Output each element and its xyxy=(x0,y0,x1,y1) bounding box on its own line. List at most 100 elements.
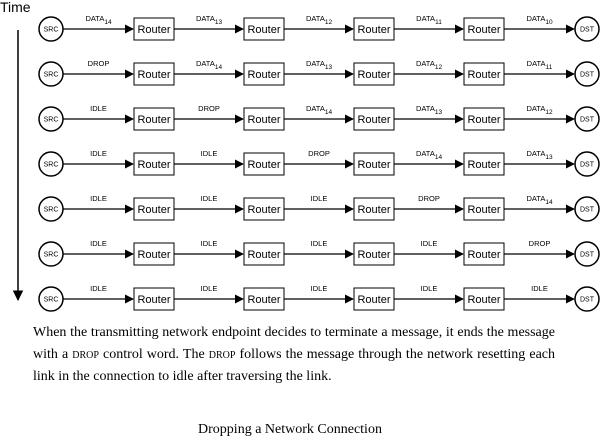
src-label: SRC xyxy=(44,117,59,124)
link-label: IDLE xyxy=(201,284,218,293)
router-label: Router xyxy=(247,204,280,216)
time-step-row: SRC DST Router Router Router Router IDLE DROP DA… xyxy=(38,104,600,132)
link-label: DATA11 xyxy=(527,59,553,71)
link-label: DATA14 xyxy=(526,194,553,206)
src-label: SRC xyxy=(44,162,59,169)
dst-node xyxy=(574,151,600,177)
router-label: Router xyxy=(467,249,500,261)
router-label: Router xyxy=(247,24,280,36)
link-label: DATA13 xyxy=(196,14,223,26)
link-label: IDLE xyxy=(311,284,328,293)
link-label: IDLE xyxy=(311,239,328,248)
router-label: Router xyxy=(137,204,170,216)
link-label: IDLE xyxy=(421,239,438,248)
dst-node xyxy=(574,196,600,222)
link-label: DROP xyxy=(308,149,330,158)
caption-text-1: When the transmitting network endpoint d… xyxy=(33,325,555,362)
dst-node xyxy=(574,241,600,267)
router-label: Router xyxy=(247,294,280,306)
router-label: Router xyxy=(247,249,280,261)
link-label: DATA11 xyxy=(416,14,442,26)
time-step-row: SRC DST Router Router Router Router DATA14 DATA… xyxy=(38,14,600,42)
router-label: Router xyxy=(137,294,170,306)
router-label: Router xyxy=(357,294,390,306)
router-label: Router xyxy=(137,114,170,126)
router-label: Router xyxy=(137,24,170,36)
time-step-row: SRC DST Router Router Router Router IDLE IDLE ID… xyxy=(38,194,600,222)
link-label: IDLE xyxy=(201,194,218,203)
dst-node xyxy=(574,286,600,312)
dst-label: DST xyxy=(580,252,595,259)
link-label: IDLE xyxy=(90,239,107,248)
time-step-row: SRC DST Router Router Router Router IDLE IDLE ID… xyxy=(38,284,600,312)
src-label: SRC xyxy=(44,297,59,304)
router-label: Router xyxy=(467,204,500,216)
router-label: Router xyxy=(357,249,390,261)
link-label: DATA12 xyxy=(416,59,443,71)
link-label: DROP xyxy=(529,239,551,248)
router-label: Router xyxy=(357,69,390,81)
router-label: Router xyxy=(357,204,390,216)
src-label: SRC xyxy=(44,207,59,214)
router-label: Router xyxy=(247,69,280,81)
dst-node xyxy=(574,16,600,42)
time-step-row: SRC DST Router Router Router Router DROP DATA14… xyxy=(38,59,600,87)
router-label: Router xyxy=(467,159,500,171)
link-label: DATA14 xyxy=(306,104,333,116)
router-label: Router xyxy=(247,159,280,171)
router-label: Router xyxy=(357,114,390,126)
src-label: SRC xyxy=(44,27,59,34)
link-label: IDLE xyxy=(90,194,107,203)
link-label: DATA12 xyxy=(526,104,553,116)
link-label: IDLE xyxy=(201,149,218,158)
dst-label: DST xyxy=(580,27,595,34)
caption-text-2: control word. The xyxy=(98,347,209,362)
time-step-row: SRC DST Router Router Router Router IDLE IDLE ID… xyxy=(38,239,600,267)
link-label: IDLE xyxy=(311,194,328,203)
dst-label: DST xyxy=(580,207,595,214)
link-label: IDLE xyxy=(90,104,107,113)
link-label: IDLE xyxy=(90,149,107,158)
dst-node xyxy=(574,106,600,132)
time-step-row: SRC DST Router Router Router Router IDLE IDLE DR… xyxy=(38,149,600,177)
link-label: DROP xyxy=(418,194,440,203)
router-label: Router xyxy=(137,159,170,171)
link-label: IDLE xyxy=(201,239,218,248)
dst-label: DST xyxy=(580,72,595,79)
dst-label: DST xyxy=(580,297,595,304)
link-label: DATA13 xyxy=(306,59,333,71)
router-label: Router xyxy=(137,249,170,261)
router-label: Router xyxy=(137,69,170,81)
caption-text-3: follows the message through the network … xyxy=(33,347,556,384)
src-label: SRC xyxy=(44,252,59,259)
router-label: Router xyxy=(357,24,390,36)
dst-node xyxy=(574,61,600,87)
link-label: IDLE xyxy=(531,284,548,293)
dst-label: DST xyxy=(580,117,595,124)
dst-label: DST xyxy=(580,162,595,169)
link-label: DATA13 xyxy=(526,149,553,161)
src-label: SRC xyxy=(44,72,59,79)
link-label: DATA14 xyxy=(196,59,223,71)
link-label: DROP xyxy=(198,104,220,113)
router-label: Router xyxy=(467,114,500,126)
router-label: Router xyxy=(247,114,280,126)
figure-caption: When the transmitting network endpoint d… xyxy=(33,322,555,388)
link-label: IDLE xyxy=(90,284,107,293)
router-label: Router xyxy=(467,69,500,81)
link-label: DATA14 xyxy=(85,14,112,26)
link-label: DROP xyxy=(88,59,110,68)
link-label: DATA14 xyxy=(416,149,443,161)
time-axis-label: Time xyxy=(0,0,31,15)
link-label: DATA13 xyxy=(416,104,443,116)
figure-title: Dropping a Network Connection xyxy=(198,422,382,437)
link-label: IDLE xyxy=(421,284,438,293)
caption-drop-word-1: drop xyxy=(72,347,99,362)
router-label: Router xyxy=(357,159,390,171)
caption-drop-word-2: drop xyxy=(208,347,236,362)
link-label: DATA12 xyxy=(306,14,333,26)
router-label: Router xyxy=(467,294,500,306)
router-label: Router xyxy=(467,24,500,36)
link-label: DATA10 xyxy=(526,14,553,26)
